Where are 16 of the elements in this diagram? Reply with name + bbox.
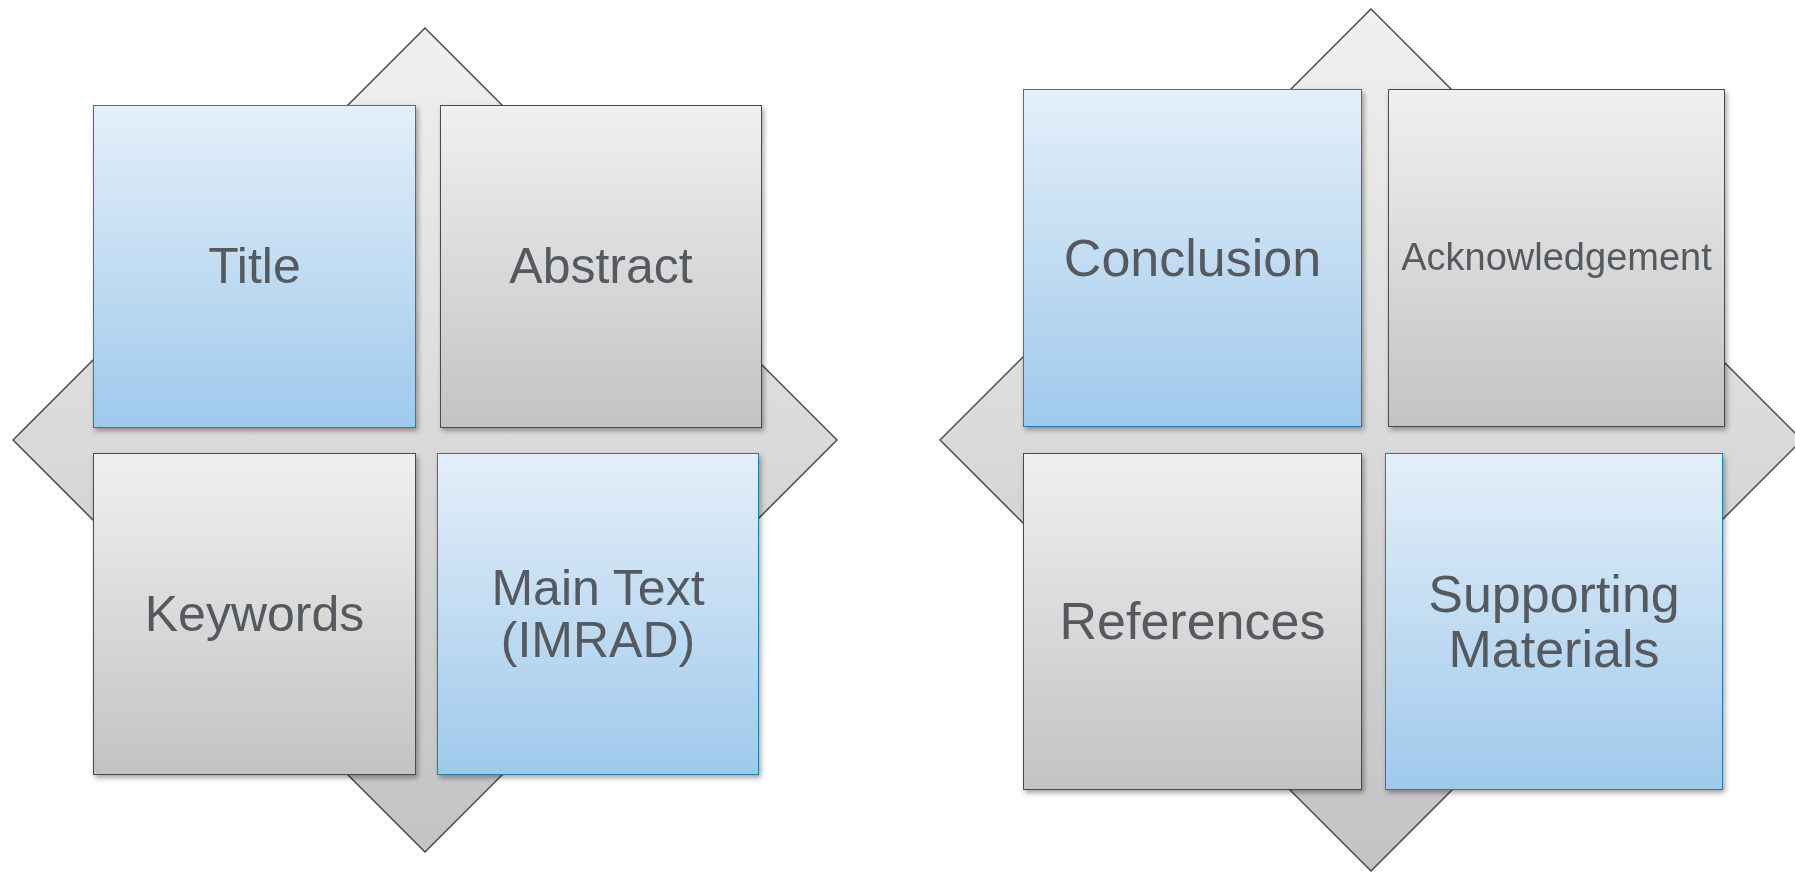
section-label: References [1059,594,1326,649]
section-box [1023,453,1362,790]
section-box [1023,89,1362,427]
section-box [1388,89,1725,427]
section-box [440,105,762,428]
section-label: Title [208,240,301,293]
section-box [93,453,416,775]
section-label: Keywords [144,587,365,641]
section-label: Main Text (IMRAD) [490,561,706,667]
section-label: Abstract [509,240,693,293]
section-box [437,453,759,775]
section-label: Conclusion [1063,230,1322,286]
section-box [1385,453,1723,790]
section-label: Acknowledgement [1401,238,1712,278]
section-label: Supporting Materials [1427,566,1681,677]
section-box [93,105,416,428]
